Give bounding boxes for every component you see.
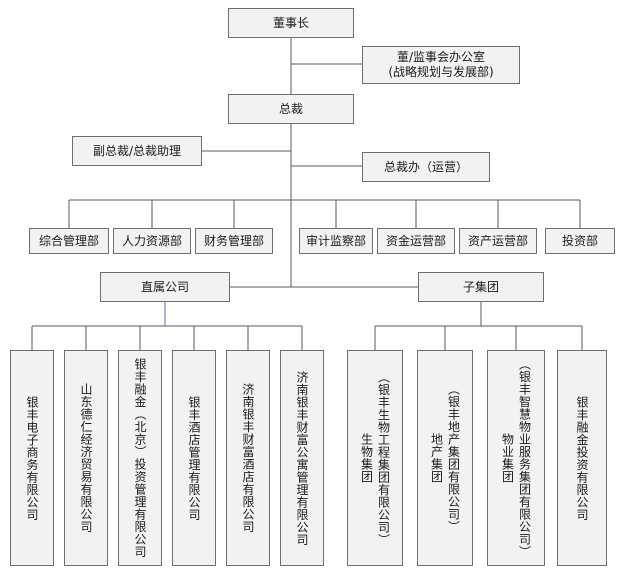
department-box: 投资部	[545, 228, 615, 254]
company-name-text: （银丰生物工程集团有限公司）	[376, 370, 391, 546]
company-name-text: 银丰融金（北京）投资管理有限公司	[133, 358, 147, 558]
department-box: 财务管理部	[195, 228, 273, 254]
department-label: 资金运营部	[385, 233, 446, 248]
president-office-label: 总裁办（运营）	[383, 159, 468, 174]
sub-group-company-box: 银丰融金投资有限公司	[557, 350, 607, 566]
president-label: 总裁	[278, 101, 303, 116]
company-name-text: （银丰智慧物业服务集团有限公司）	[517, 358, 532, 558]
direct-company-box: 济南银丰财富公寓管理有限公司	[280, 350, 324, 566]
department-label: 投资部	[561, 233, 598, 248]
company-name-text: 济南银丰财富酒店有限公司	[241, 383, 255, 533]
company-name-text: 银丰电子商务有限公司	[25, 395, 39, 521]
chairman-box: 董事长	[228, 8, 354, 38]
company-name-text: 地产集团	[429, 433, 444, 483]
direct-company-box: 银丰酒店管理有限公司	[172, 350, 216, 566]
department-box: 审计监察部	[299, 228, 373, 254]
department-label: 审计监察部	[305, 233, 366, 248]
direct-companies-box: 直属公司	[100, 272, 230, 302]
sub-groups-label: 子集团	[462, 279, 499, 294]
sub-group-company-box: （银丰生物工程集团有限公司）生物集团	[347, 350, 403, 566]
vp-box: 副总裁/总裁助理	[72, 136, 202, 166]
company-name-text: 山东德仁经济贸易有限公司	[79, 383, 93, 533]
department-label: 综合管理部	[38, 233, 99, 248]
company-name-text: 银丰酒店管理有限公司	[187, 395, 201, 521]
company-name-text: 济南银丰财富公寓管理有限公司	[295, 370, 309, 546]
company-name-text: 生物集团	[359, 433, 374, 483]
department-box: 综合管理部	[29, 228, 109, 254]
direct-company-box: 济南银丰财富酒店有限公司	[226, 350, 270, 566]
direct-company-box: 银丰融金（北京）投资管理有限公司	[118, 350, 162, 566]
department-label: 资产运营部	[467, 233, 528, 248]
department-box: 资产运营部	[459, 228, 537, 254]
president-box: 总裁	[228, 94, 354, 124]
department-box: 资金运营部	[377, 228, 455, 254]
company-name-text: 银丰融金投资有限公司	[575, 395, 589, 521]
department-label: 人力资源部	[121, 233, 182, 248]
company-name-text: 物业集团	[500, 433, 515, 483]
president-office-box: 总裁办（运营）	[362, 152, 490, 182]
direct-company-box: 山东德仁经济贸易有限公司	[64, 350, 108, 566]
direct-companies-label: 直属公司	[140, 279, 189, 294]
vp-label: 副总裁/总裁助理	[92, 143, 182, 158]
sub-group-company-box: （银丰地产集团有限公司）地产集团	[417, 350, 473, 566]
chairman-label: 董事长	[272, 15, 309, 30]
department-box: 人力资源部	[113, 228, 191, 254]
sub-groups-box: 子集团	[418, 272, 544, 302]
sub-group-company-box: （银丰智慧物业服务集团有限公司）物业集团	[487, 350, 545, 566]
board-office-line1: 董/监事会办公室	[396, 50, 486, 64]
board-office-box: 董/监事会办公室 (战略规划与发展部)	[362, 46, 520, 84]
board-office-line2: (战略规划与发展部)	[388, 65, 494, 79]
department-label: 财务管理部	[203, 233, 264, 248]
company-name-text: （银丰地产集团有限公司）	[446, 383, 461, 533]
direct-company-box: 银丰电子商务有限公司	[10, 350, 54, 566]
